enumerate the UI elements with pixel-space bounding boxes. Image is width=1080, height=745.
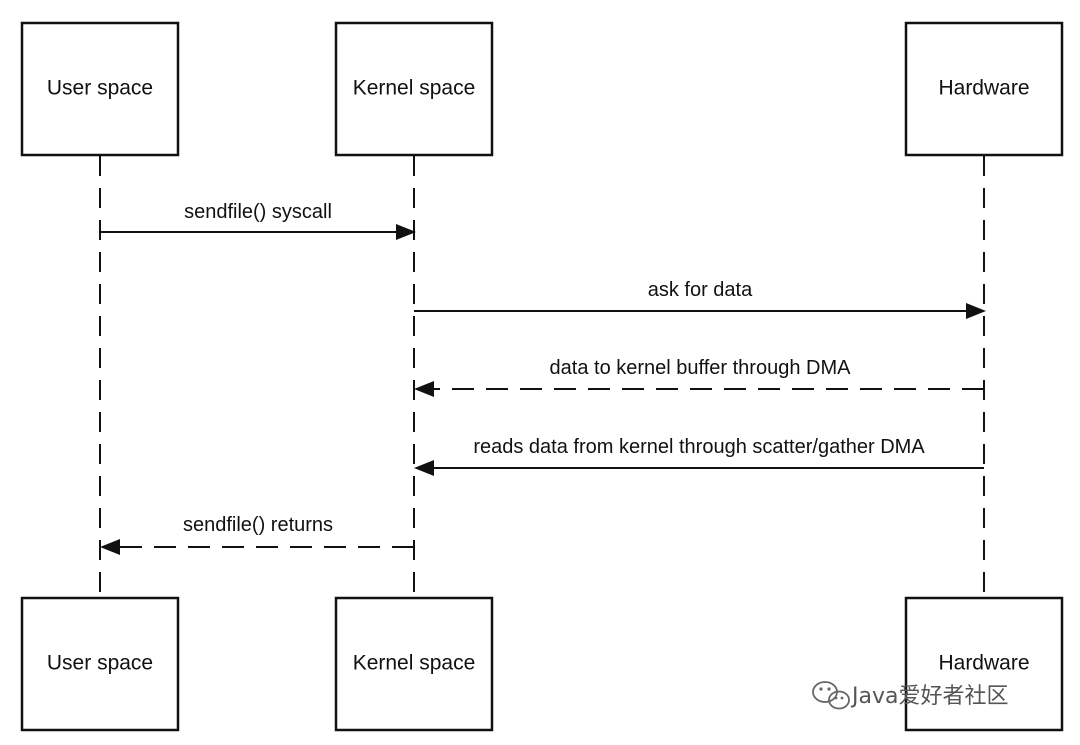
message-label: reads data from kernel through scatter/g… (473, 436, 925, 458)
message-sendfile-syscall: sendfile() syscall (100, 201, 416, 240)
message-data-to-kernel-buffer: data to kernel buffer through DMA (414, 357, 984, 397)
participant-label: User space (47, 77, 153, 100)
participant-box (334, 596, 494, 732)
participant-top-hardware: Hardware (904, 21, 1064, 157)
message-label: ask for data (648, 279, 753, 301)
participant-box (904, 21, 1064, 157)
message-label: data to kernel buffer through DMA (550, 357, 852, 379)
arrowhead-left (414, 460, 434, 476)
participant-label: User space (47, 652, 153, 675)
message-label: sendfile() syscall (184, 201, 332, 223)
participant-box (20, 596, 180, 732)
participant-bottom-user-space: User space (20, 596, 180, 732)
arrowhead-right (396, 224, 416, 240)
participant-label: Kernel space (353, 652, 476, 675)
participant-label: Kernel space (353, 77, 476, 100)
participant-label: Hardware (938, 77, 1029, 100)
participant-box (20, 21, 180, 157)
message-label: sendfile() returns (183, 514, 333, 536)
arrowhead-left (414, 381, 434, 397)
wechat-icon (812, 681, 850, 710)
participant-bottom-kernel-space: Kernel space (334, 596, 494, 732)
participant-box (334, 21, 494, 157)
watermark: Java爱好者社区 (812, 681, 1008, 710)
watermark-text: Java爱好者社区 (850, 684, 1008, 709)
message-sendfile-returns: sendfile() returns (100, 514, 414, 555)
message-reads-data-scatter-gather: reads data from kernel through scatter/g… (414, 436, 984, 476)
arrowhead-right (966, 303, 986, 319)
arrowhead-left (100, 539, 120, 555)
participant-box (904, 596, 1064, 732)
participant-label: Hardware (938, 652, 1029, 675)
participant-top-kernel-space: Kernel space (334, 21, 494, 157)
participant-bottom-hardware: Hardware (904, 596, 1064, 732)
message-ask-for-data: ask for data (414, 279, 986, 319)
participant-top-user-space: User space (20, 21, 180, 157)
